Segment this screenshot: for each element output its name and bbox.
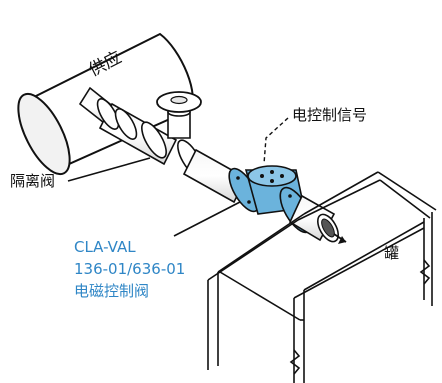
main-pipe-lower <box>182 148 248 204</box>
isolation-valve <box>141 91 203 177</box>
valve-model-line1: CLA-VAL <box>74 238 136 256</box>
tank-label: 罐 <box>384 244 400 262</box>
valve-model-line2: 136-01/636-01 <box>74 260 186 278</box>
electric-signal-label: 电控制信号 <box>292 106 368 124</box>
signal-dashed-line <box>263 117 289 165</box>
valve-model-line3: 电磁控制阀 <box>74 282 150 300</box>
isolation-valve-leader <box>67 157 151 182</box>
control-valve-leader <box>173 201 241 237</box>
isolation-valve-label: 隔离阀 <box>10 172 56 190</box>
receiving-tank <box>207 171 437 383</box>
